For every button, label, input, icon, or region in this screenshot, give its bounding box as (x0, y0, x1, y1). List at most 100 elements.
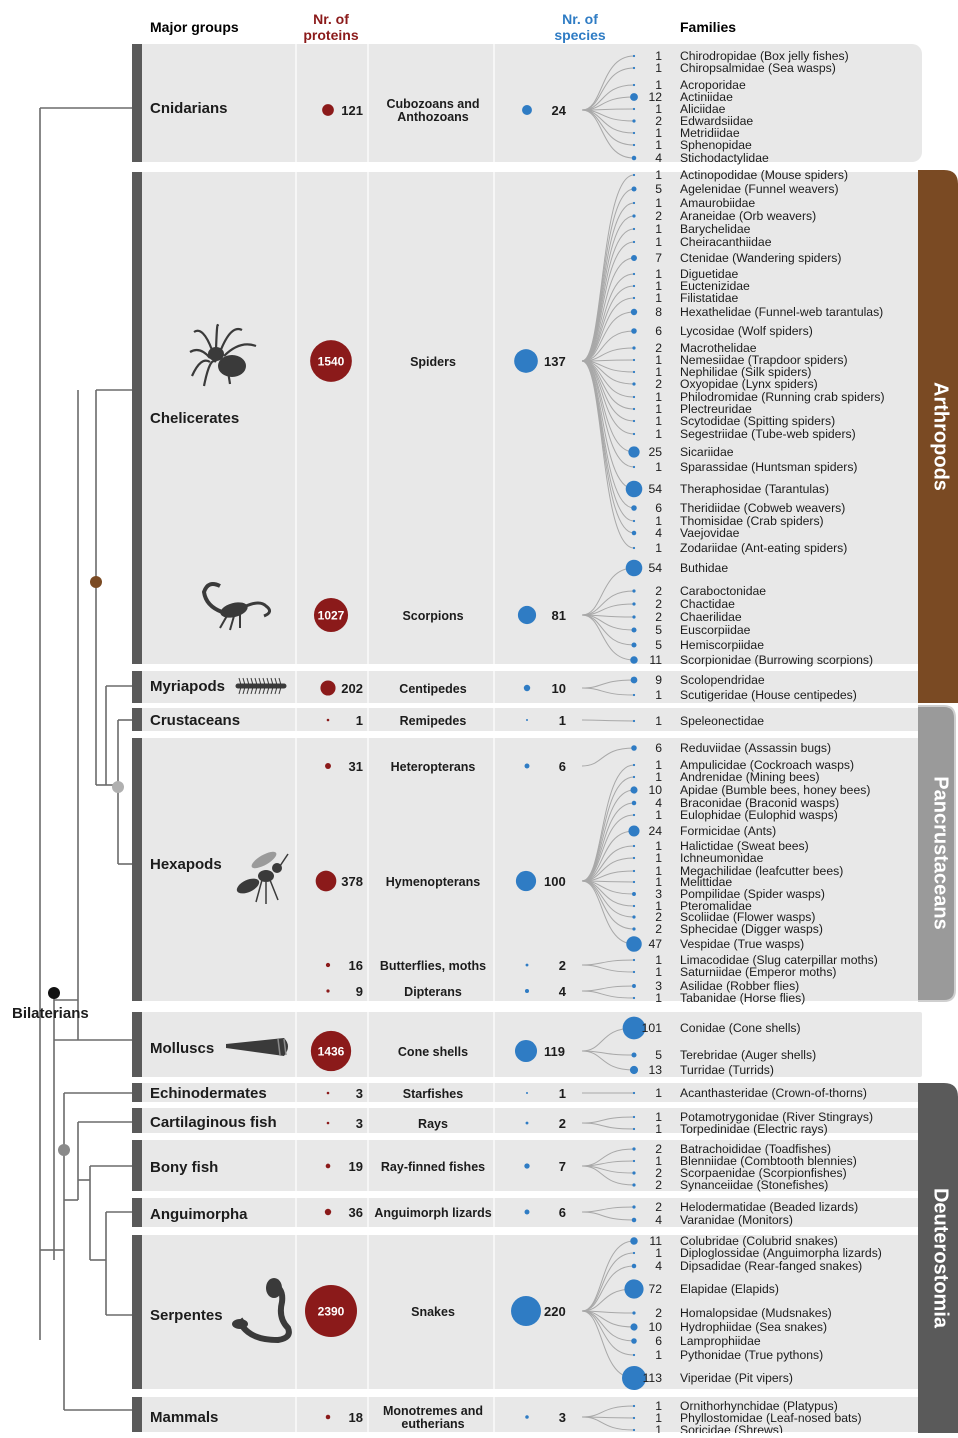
protein-count-circle (305, 1285, 357, 1337)
group-bar (132, 1108, 142, 1133)
protein-count: 16 (349, 958, 363, 973)
pancrustaceans-node (112, 781, 124, 793)
family-species-count: 1 (655, 414, 662, 428)
family-species-count: 1 (655, 1246, 662, 1260)
family-species-dot (631, 627, 637, 633)
family-species-dot (632, 1353, 636, 1357)
family-branch (581, 964, 635, 973)
wasp-silhouette (236, 851, 289, 904)
subgroup-label: Anthozoans (397, 110, 469, 124)
family-species-count: 54 (648, 482, 662, 496)
wasp-wing (251, 851, 277, 869)
centipede-leg (250, 677, 254, 695)
group-name: Crustaceans (150, 712, 240, 729)
family-species-dot (632, 131, 636, 135)
family-branch (581, 719, 635, 722)
family-name: Elapidae (Elapids) (680, 1282, 779, 1296)
subgroup-label: Starfishes (403, 1087, 463, 1101)
subgroup-label: Spiders (410, 355, 456, 369)
family-species-dot (632, 432, 636, 436)
species-count: 137 (544, 354, 566, 369)
family-species-dot (628, 446, 640, 458)
family-species-dot (632, 54, 636, 58)
family-name: Cheiracanthiidae (680, 235, 772, 249)
family-species-count: 1 (655, 875, 662, 889)
family-name: Limacodidae (Slug caterpillar moths) (680, 953, 878, 967)
family-name: Agelenidae (Funnel weavers) (680, 182, 839, 196)
family-species-count: 4 (655, 151, 662, 165)
group-bar (132, 172, 142, 664)
family-species-dot (632, 395, 636, 399)
group-panel (132, 1397, 922, 1432)
family-species-count: 1 (655, 126, 662, 140)
family-species-dot (632, 1127, 636, 1131)
family-name: Viperidae (Pit vipers) (680, 1371, 793, 1385)
species-count-circle (524, 763, 530, 769)
family-name: Ichneumonidae (680, 851, 764, 865)
family-name: Araneidae (Orb weavers) (680, 209, 816, 223)
family-species-count: 1 (655, 61, 662, 75)
family-name: Formicidae (Ants) (680, 824, 776, 838)
family-species-dot (624, 1279, 644, 1299)
family-species-dot (632, 1205, 636, 1209)
centipede-leg (254, 677, 258, 695)
subgroup-label: Hymenopterans (386, 875, 481, 889)
family-name: Pythonidae (True pythons) (680, 1348, 823, 1362)
family-species-dot (632, 775, 636, 779)
family-species-dot (632, 284, 636, 288)
family-name: Megachilidae (leafcutter bees) (680, 864, 843, 878)
family-species-count: 2 (655, 114, 662, 128)
family-name: Filistatidae (680, 291, 738, 305)
family-branch (581, 1165, 635, 1186)
family-species-count: 1 (655, 402, 662, 416)
species-count-circle (524, 988, 530, 994)
family-species-count: 1 (655, 714, 662, 728)
family-name: Dipsadidae (Rear-fanged snakes) (680, 1259, 862, 1273)
family-species-dot (622, 1366, 646, 1390)
family-species-count: 47 (648, 937, 662, 951)
family-name: Stichodactylidae (680, 151, 769, 165)
protein-count: 1027 (318, 609, 345, 623)
subgroup-label: Scorpions (402, 609, 463, 623)
family-species-dot (632, 927, 636, 931)
family-species-count: 11 (649, 653, 662, 667)
species-count-circle (524, 1209, 530, 1215)
header-families: Families (680, 19, 736, 35)
family-species-count: 12 (648, 90, 662, 104)
family-species-dot (632, 915, 636, 919)
family-name: Edwardsiidae (680, 114, 753, 128)
protein-count: 1 (356, 713, 363, 728)
family-species-count: 72 (648, 1282, 662, 1296)
protein-count: 2390 (318, 1305, 345, 1319)
species-count-circle (511, 1296, 541, 1326)
family-species-count: 1 (655, 460, 662, 474)
deuterostomia-clade-bar (918, 1083, 958, 1433)
family-species-dot (631, 505, 637, 511)
family-species-count: 1 (655, 78, 662, 92)
family-branch (581, 1122, 635, 1130)
protein-count: 3 (356, 1116, 363, 1131)
family-species-dot (632, 970, 636, 974)
family-species-count: 24 (648, 824, 662, 838)
family-name: Zodariidae (Ant-eating spiders) (680, 541, 847, 555)
family-species-dot (632, 407, 636, 411)
family-species-dot (630, 1323, 638, 1331)
family-name: Oxyopidae (Lynx spiders) (680, 377, 818, 391)
pancrustaceans-clade-label: Pancrustaceans (930, 776, 952, 929)
protein-count: 378 (341, 874, 363, 889)
family-name: Scolopendridae (680, 673, 765, 687)
family-species-count: 2 (655, 1178, 662, 1192)
family-species-count: 1 (655, 851, 662, 865)
family-species-count: 1 (655, 102, 662, 116)
family-species-dot (632, 382, 636, 386)
species-count: 10 (552, 681, 566, 696)
group-name: Mammals (150, 1409, 218, 1426)
species-count-circle (525, 1415, 529, 1419)
family-name: Vespidae (True wasps) (680, 937, 804, 951)
family-species-count: 1 (655, 365, 662, 379)
group-name: Myriapods (150, 678, 225, 695)
deuterostomia-node (58, 1144, 70, 1156)
family-species-dot (632, 719, 636, 723)
group-name: Echinodermates (150, 1085, 267, 1102)
